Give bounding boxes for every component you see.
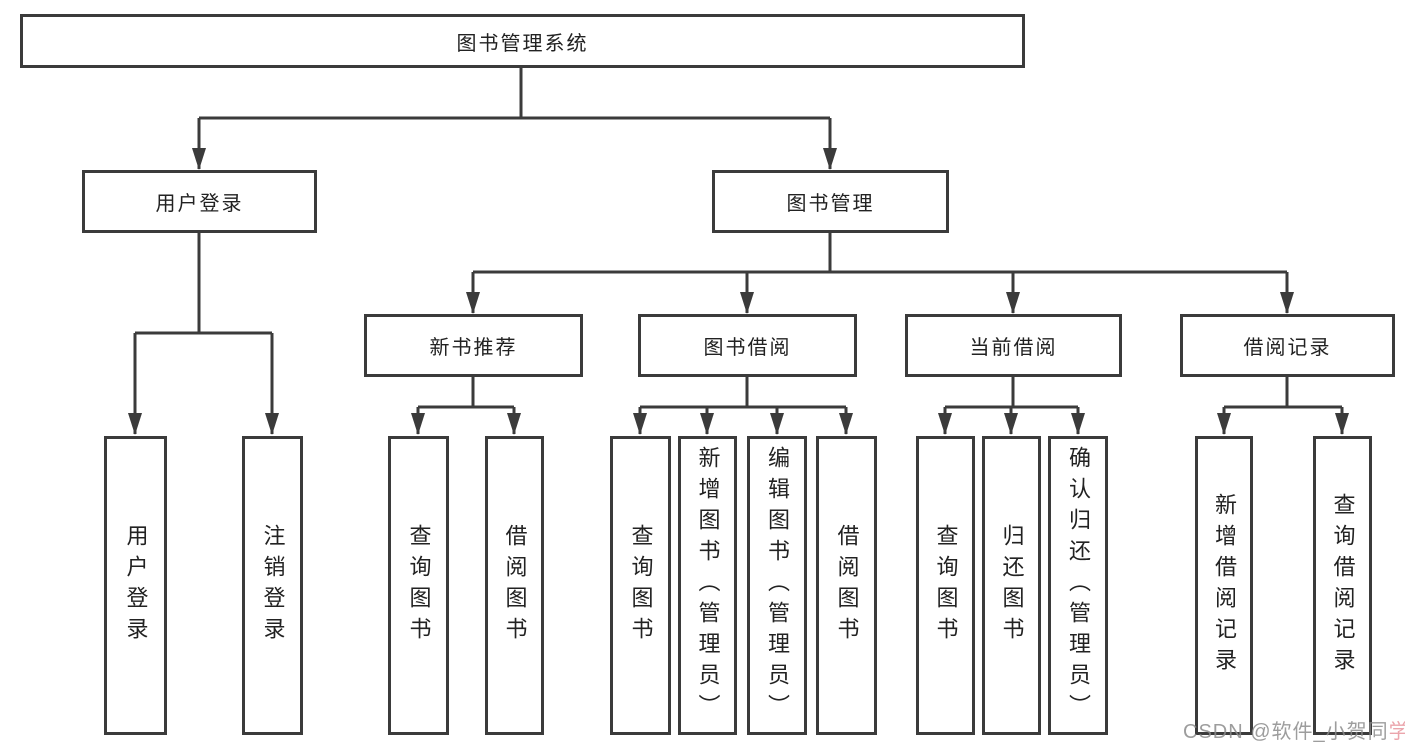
leaf-nbr-query-book: 查询图书 [388, 436, 449, 735]
leaf-bb-query-book: 查询图书 [610, 436, 671, 735]
leaf-br-add-record: 新增借阅记录 [1195, 436, 1253, 735]
leaf-cb-query-book: 查询图书 [916, 436, 975, 735]
node-book-borrow: 图书借阅 [638, 314, 857, 377]
node-new-book-recommend: 新书推荐 [364, 314, 583, 377]
leaf-bb-edit-book-admin: 编辑图书（管理员） [747, 436, 807, 735]
node-book-management: 图书管理 [712, 170, 949, 233]
leaf-bb-add-book-admin: 新增图书（管理员） [678, 436, 737, 735]
csdn-watermark-text: CSDN @软件_小贺同 [1183, 721, 1389, 743]
node-current-borrow: 当前借阅 [905, 314, 1122, 377]
node-root-library-system: 图书管理系统 [20, 14, 1025, 68]
node-borrow-records: 借阅记录 [1180, 314, 1395, 377]
leaf-bb-borrow-book: 借阅图书 [816, 436, 877, 735]
node-user-login: 用户登录 [82, 170, 317, 233]
csdn-watermark-accent: 学 [1388, 721, 1405, 743]
leaf-nbr-borrow-book: 借阅图书 [485, 436, 544, 735]
leaf-user-login: 用户登录 [104, 436, 167, 735]
csdn-watermark: CSDN @软件_小贺同学 [1183, 715, 1405, 744]
leaf-cb-return-book: 归还图书 [982, 436, 1041, 735]
leaf-logout-login: 注销登录 [242, 436, 303, 735]
leaf-br-query-record: 查询借阅记录 [1313, 436, 1372, 735]
leaf-cb-confirm-return-admin: 确认归还（管理员） [1048, 436, 1108, 735]
